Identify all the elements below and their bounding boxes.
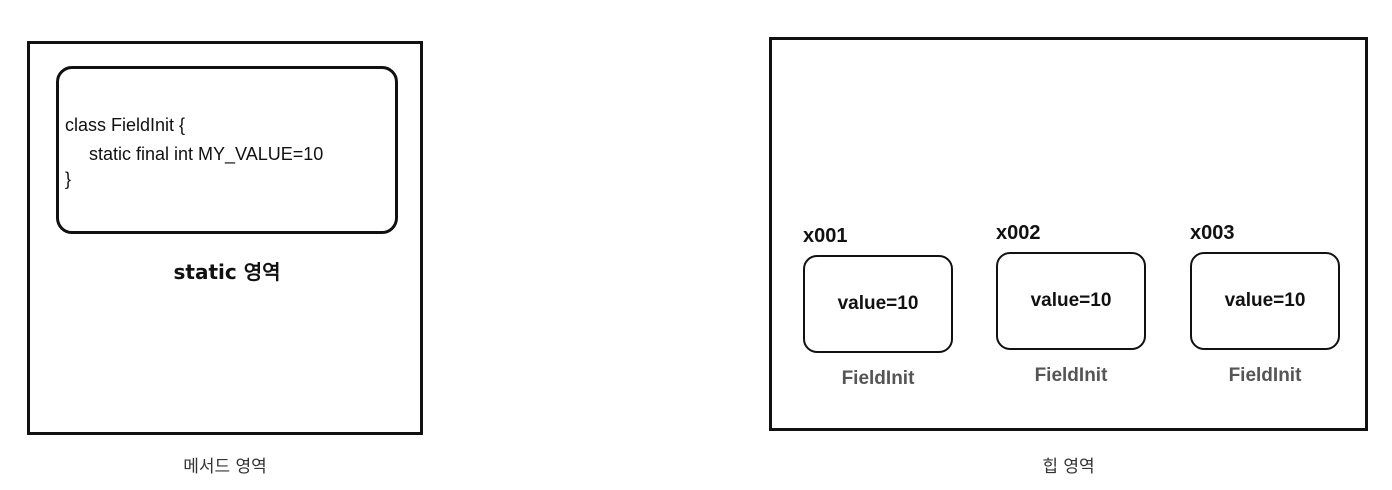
static-area-box: class FieldInit { static final int MY_VA… <box>56 66 398 234</box>
code-line: static final int MY_VALUE=10 <box>89 144 324 164</box>
instance-value: value=10 <box>837 293 919 314</box>
instance-box: value=10 <box>1190 252 1340 350</box>
instance-address: x001 <box>803 225 848 247</box>
instance-box: value=10 <box>996 252 1146 350</box>
code-line: class FieldInit { <box>65 115 186 135</box>
heap-area-caption: 힙 영역 <box>1042 457 1095 477</box>
instance-address: x003 <box>1190 222 1235 244</box>
instance-box: value=10 <box>803 255 953 353</box>
heap-area: x001 value=10 FieldInit x002 value=10 Fi… <box>769 37 1368 431</box>
instance-class-name: FieldInit <box>841 368 915 389</box>
instance-class-name: FieldInit <box>1034 365 1108 386</box>
instance-class-name: FieldInit <box>1228 365 1302 386</box>
method-area: class FieldInit { static final int MY_VA… <box>27 41 423 435</box>
instance-value: value=10 <box>1030 290 1112 311</box>
static-area-caption: static 영역 <box>173 260 281 284</box>
instance-address: x002 <box>996 222 1041 244</box>
instance-value: value=10 <box>1224 290 1306 311</box>
method-area-caption: 메서드 영역 <box>183 457 267 477</box>
code-line: } <box>65 169 72 189</box>
